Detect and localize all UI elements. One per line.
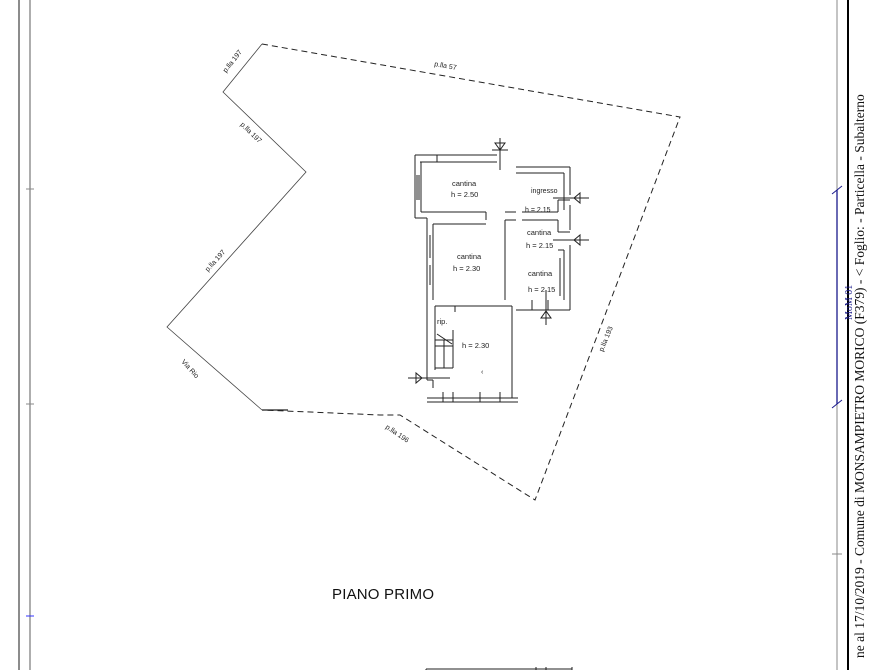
property-boundary-solid: [166, 43, 307, 411]
room-height: h = 2.15: [525, 207, 551, 214]
room-name: cantina: [457, 252, 482, 261]
room-height: h = 2.50: [451, 190, 478, 199]
entrance-markers: [408, 138, 589, 385]
room-height: h = 2.30: [462, 341, 489, 350]
blue-tick: [831, 185, 843, 195]
room-name: ingresso: [531, 188, 558, 195]
room-name: cantina: [527, 228, 552, 237]
street-label: Via Rio: [180, 359, 200, 380]
blue-tick: [831, 399, 843, 409]
property-boundary-dashed: [261, 43, 681, 501]
building-walls: [414, 154, 571, 403]
boundary-label: p.lla 57: [434, 61, 458, 72]
side-header-text: ne al 17/10/2019 - Comune di MONSAMPIETR…: [852, 94, 867, 658]
blue-annotation-text: MoM 01: [844, 285, 855, 320]
room-name: rip.: [437, 317, 447, 326]
boundary-label: p.lla 193: [598, 325, 614, 352]
boundary-label: p.lla 196: [384, 424, 410, 445]
svg-text:‹: ‹: [481, 369, 484, 376]
room-height: h = 2.30: [453, 264, 480, 273]
room-name: cantina: [528, 269, 553, 278]
room-labels: cantina h = 2.50 cantina h = 2.30 ingres…: [437, 179, 558, 376]
room-height: h = 2.15: [528, 285, 555, 294]
side-header-strip: ne al 17/10/2019 - Comune di MONSAMPIETR…: [850, 0, 872, 670]
boundary-label: p.lla 197: [204, 249, 227, 273]
floor-title: PIANO PRIMO: [332, 586, 435, 603]
boundary-label: p.lla 197: [239, 121, 263, 144]
room-name: cantina: [452, 179, 477, 188]
room-height: h = 2.15: [526, 241, 553, 250]
